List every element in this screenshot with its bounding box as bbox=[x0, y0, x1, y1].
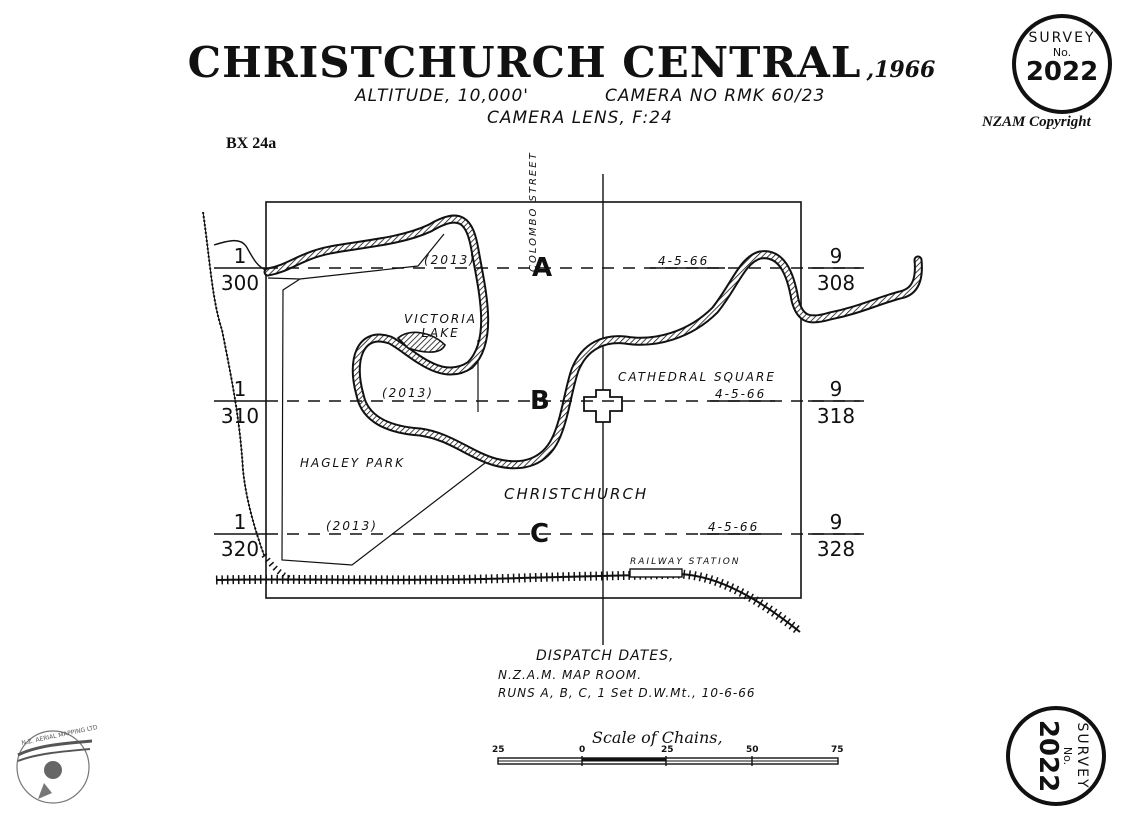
run-c-start-top: 1 bbox=[233, 510, 247, 534]
run-b-start-top: 1 bbox=[233, 377, 247, 401]
reference-code: BX 24a bbox=[226, 135, 277, 152]
camera-label: CAMERA NO RMK 60/23 bbox=[605, 86, 826, 106]
hagley-park-outline bbox=[267, 233, 486, 566]
tributary-line bbox=[213, 239, 267, 271]
victoria-lake bbox=[396, 331, 446, 353]
title-year: ,1966 bbox=[866, 57, 936, 83]
cathedral-square-label: CATHEDRAL SQUARE bbox=[618, 370, 776, 384]
run-b-end-bottom: 318 bbox=[816, 404, 856, 428]
altitude-label: ALTITUDE, 10,000' bbox=[355, 86, 529, 106]
run-b-date: 4-5-66 bbox=[715, 387, 767, 401]
map-title: CHRISTCHURCH CENTRAL ,1966 bbox=[0, 38, 1123, 87]
run-c-start-bottom: 320 bbox=[220, 537, 260, 561]
hagley-park-label: HAGLEY PARK bbox=[300, 456, 405, 470]
run-c-date: 4-5-66 bbox=[708, 520, 760, 534]
run-b-ref: (2013) bbox=[382, 386, 434, 400]
nz-aerial-mapping-logo: N.Z. AERIAL MAPPING LTD. bbox=[16, 724, 98, 804]
victoria-lake-label: VICTORIA LAKE bbox=[404, 312, 477, 340]
title-main: CHRISTCHURCH CENTRAL bbox=[187, 38, 862, 87]
scale-tick-0: 0 bbox=[579, 745, 586, 755]
colombo-street-label: COLOMBO STREET bbox=[528, 151, 539, 272]
copyright-notice: NZAM Copyright bbox=[982, 114, 1091, 130]
run-c-end-top: 9 bbox=[829, 510, 843, 534]
survey-badge-top: SURVEY No. 2022 bbox=[1012, 14, 1112, 114]
badge-number: 2022 bbox=[1025, 57, 1099, 87]
dispatch-line-2: RUNS A, B, C, 1 Set D.W.Mt., 10-6-66 bbox=[498, 686, 756, 700]
run-a-start-top: 1 bbox=[233, 244, 247, 268]
run-c-ref: (2013) bbox=[326, 519, 378, 533]
scale-tick-25: 25 bbox=[661, 745, 674, 755]
christchurch-label: CHRISTCHURCH bbox=[504, 485, 649, 503]
run-label-b: B bbox=[530, 386, 550, 416]
run-a-ref: (2013) bbox=[424, 253, 476, 267]
railway-station bbox=[629, 568, 683, 578]
cathedral-cross bbox=[583, 389, 623, 423]
run-c-end-bottom: 328 bbox=[816, 537, 856, 561]
scale-bar bbox=[497, 756, 839, 766]
run-a-date: 4-5-66 bbox=[658, 254, 710, 268]
run-b-start-bottom: 310 bbox=[220, 404, 260, 428]
run-a-end-bottom: 308 bbox=[816, 271, 856, 295]
victoria-lake-label-line2: LAKE bbox=[421, 326, 460, 340]
lens-label: CAMERA LENS, F:24 bbox=[487, 108, 673, 128]
run-label-c: C bbox=[530, 519, 550, 549]
run-a-start-bottom: 300 bbox=[220, 271, 260, 295]
run-a-end-top: 9 bbox=[829, 244, 843, 268]
railway-station-label: RAILWAY STATION bbox=[630, 557, 741, 567]
scale-tick-75: 75 bbox=[831, 745, 844, 755]
run-b-end-top: 9 bbox=[829, 377, 843, 401]
scale-tick-25-left: 25 bbox=[492, 745, 505, 755]
run-label-a: A bbox=[532, 253, 553, 283]
coverage-frame bbox=[265, 201, 802, 599]
badge-label: SURVEY bbox=[1028, 30, 1096, 46]
scale-tick-50: 50 bbox=[746, 745, 759, 755]
dispatch-line-1: N.Z.A.M. MAP ROOM. bbox=[498, 668, 643, 682]
railway-line bbox=[215, 572, 801, 633]
victoria-lake-label-line1: VICTORIA bbox=[404, 312, 477, 326]
scale-title: Scale of Chains, bbox=[592, 728, 723, 747]
dispatch-heading: DISPATCH DATES, bbox=[536, 648, 675, 664]
badge-no: No. bbox=[1052, 46, 1072, 59]
